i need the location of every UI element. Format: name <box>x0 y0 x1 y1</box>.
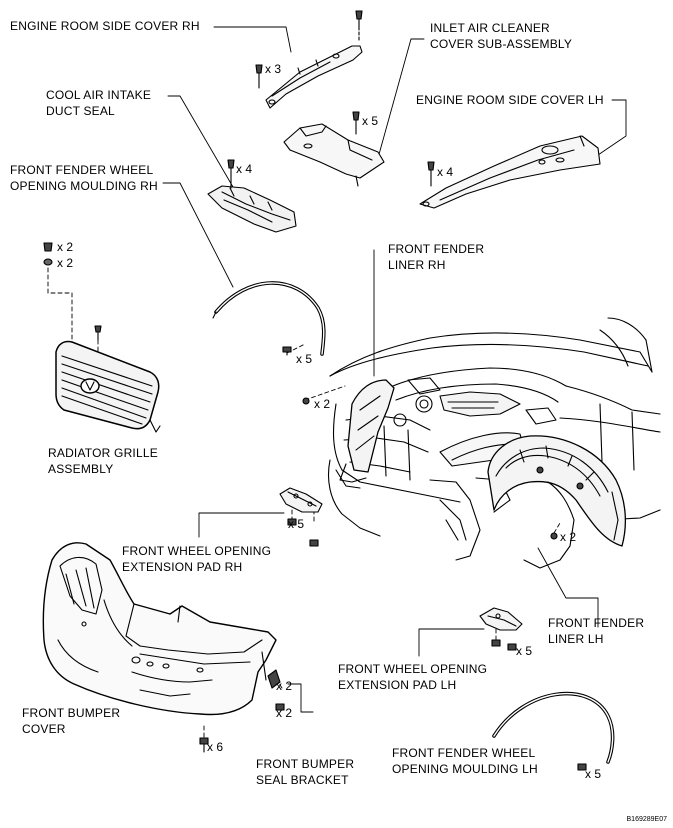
screw-icon <box>550 532 558 540</box>
inlet-air-cleaner-cover <box>284 124 384 186</box>
front-bumper-seal-bracket <box>268 670 280 688</box>
label-fender-moulding-lh-line2: OPENING MOULDING LH <box>392 762 538 776</box>
qty-side-cover-rh-clips: x 3 <box>265 62 282 76</box>
label-engine-room-side-cover-lh: ENGINE ROOM SIDE COVER LH <box>416 93 604 107</box>
nut-icon <box>43 258 53 266</box>
label-inlet-air-cleaner-line2: COVER SUB-ASSEMBLY <box>430 37 573 51</box>
bolt-icon <box>199 737 209 753</box>
label-fender-liner-rh-line1: FRONT FENDER <box>388 242 485 256</box>
label-bumper-bracket-line1: FRONT BUMPER <box>256 757 355 771</box>
clip-icon <box>577 763 587 771</box>
clip-icon <box>352 111 360 135</box>
clip-icon <box>491 639 501 647</box>
clip-icon <box>309 539 319 547</box>
clip-icon <box>427 161 435 187</box>
front-wheel-opening-extension-pad-lh <box>480 608 522 630</box>
clip-icon <box>227 159 235 189</box>
qty-side-cover-lh-clips: x 4 <box>437 165 454 179</box>
qty-moulding-lh-clips: x 5 <box>585 767 602 781</box>
label-fender-liner-lh-line2: LINER LH <box>548 632 604 646</box>
drawing-code: B169289E07 <box>626 816 667 823</box>
leader-lines <box>162 26 627 713</box>
label-radiator-grille-line1: RADIATOR GRILLE <box>48 446 158 460</box>
qty-liner-rh-screws: x 2 <box>314 397 331 411</box>
cool-air-intake-duct-seal <box>208 186 296 232</box>
qty-moulding-rh-clips: x 5 <box>296 352 313 366</box>
screw-icon <box>302 397 310 405</box>
qty-grille-clip-b: x 2 <box>57 256 74 270</box>
label-cool-air-line2: DUCT SEAL <box>46 104 115 118</box>
clip-icon <box>275 703 285 711</box>
label-fender-moulding-rh-line1: FRONT FENDER WHEEL <box>10 163 154 177</box>
fender-wheel-opening-moulding-lh <box>494 694 613 762</box>
label-ext-pad-lh-line2: EXTENSION PAD LH <box>338 678 457 692</box>
qty-duct-seal-clips: x 4 <box>236 162 253 176</box>
label-fender-liner-lh-line1: FRONT FENDER <box>548 616 645 630</box>
label-ext-pad-lh-line1: FRONT WHEEL OPENING <box>338 662 488 676</box>
front-fender-liner-rh <box>340 380 394 482</box>
label-ext-pad-rh-line1: FRONT WHEEL OPENING <box>122 544 272 558</box>
fender-wheel-opening-moulding-rh <box>212 283 324 354</box>
label-bumper-cover-line1: FRONT BUMPER <box>22 706 121 720</box>
engine-room-side-cover-rh <box>266 46 362 108</box>
clip-icon <box>355 10 363 41</box>
label-cool-air-line1: COOL AIR INTAKE <box>46 88 152 102</box>
qty-bracket-clip-a: x 2 <box>276 679 293 693</box>
bolt-icon <box>94 325 102 341</box>
label-radiator-grille-line2: ASSEMBLY <box>48 462 114 476</box>
qty-ext-pad-rh-clips: x 5 <box>288 517 305 531</box>
label-ext-pad-rh-line2: EXTENSION PAD RH <box>122 560 243 574</box>
qty-bumper-bolts: x 6 <box>207 740 224 754</box>
clip-icon <box>43 242 53 252</box>
label-bumper-bracket-line2: SEAL BRACKET <box>256 773 349 787</box>
qty-grille-clip-a: x 2 <box>57 240 74 254</box>
qty-bracket-clip-b: x 2 <box>276 706 293 720</box>
qty-ext-pad-lh-clips: x 5 <box>516 644 533 658</box>
radiator-grille-assembly <box>56 341 160 432</box>
clip-icon <box>287 518 297 526</box>
front-bumper-cover <box>43 543 276 715</box>
qty-inlet-cover-clips: x 5 <box>362 114 379 128</box>
front-wheel-opening-extension-pad-rh <box>280 488 322 512</box>
label-engine-room-side-cover-rh: ENGINE ROOM SIDE COVER RH <box>10 19 200 33</box>
label-fender-moulding-lh-line1: FRONT FENDER WHEEL <box>392 746 536 760</box>
qty-liner-lh-screws: x 2 <box>560 530 577 544</box>
clip-icon <box>507 643 517 651</box>
clip-icon <box>255 64 263 89</box>
label-inlet-air-cleaner-line1: INLET AIR CLEANER <box>430 21 550 35</box>
front-fender-liner-lh <box>488 436 625 568</box>
label-fender-moulding-rh-line2: OPENING MOULDING RH <box>10 179 158 193</box>
engine-room-side-cover-lh <box>420 136 600 208</box>
label-bumper-cover-line2: COVER <box>22 722 66 736</box>
clip-icon <box>282 346 292 356</box>
label-fender-liner-rh-line2: LINER RH <box>388 258 446 272</box>
